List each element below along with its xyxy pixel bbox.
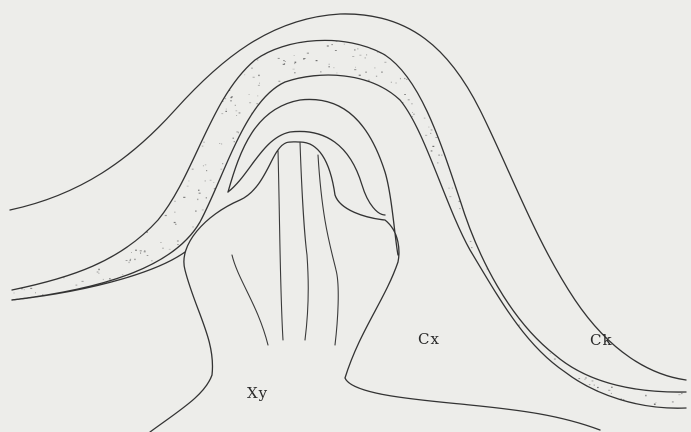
- label-xylem: Xy: [247, 384, 268, 402]
- band-inner-outline: [12, 75, 686, 408]
- stippled-tissue-band: [0, 30, 691, 421]
- inner-dome-outline: [228, 99, 398, 255]
- band-outer-outline: [12, 40, 686, 392]
- cortex-boundary-outline: [12, 252, 185, 300]
- second-dome-outline: [228, 131, 385, 215]
- label-cortex: Cx: [418, 330, 440, 348]
- label-cork: Ck: [590, 331, 613, 349]
- vascular-line-center-left: [278, 150, 283, 340]
- vascular-line-left: [232, 255, 268, 345]
- vascular-line-center-right: [300, 142, 308, 340]
- outer-surface-outline: [10, 14, 686, 380]
- vascular-line-right: [318, 155, 338, 345]
